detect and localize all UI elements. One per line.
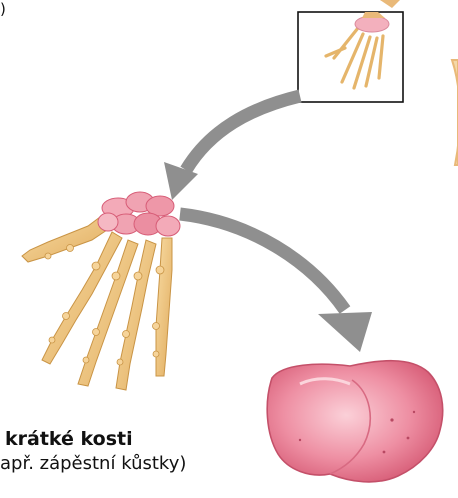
- bone-type-title: krátké kosti: [5, 428, 133, 450]
- bone-type-example: apř. zápěstní kůstky): [0, 453, 186, 474]
- hand-skeleton-image: [22, 214, 172, 390]
- curved-arrow-right: [180, 214, 372, 352]
- carpal-bones-cluster: [98, 192, 180, 236]
- partial-bone-edge: [452, 60, 458, 165]
- carpal-bone-image: [267, 361, 443, 482]
- partial-bone-top: [380, 0, 400, 8]
- curved-arrow-left: [164, 96, 300, 200]
- inset-hand-image: [298, 12, 403, 102]
